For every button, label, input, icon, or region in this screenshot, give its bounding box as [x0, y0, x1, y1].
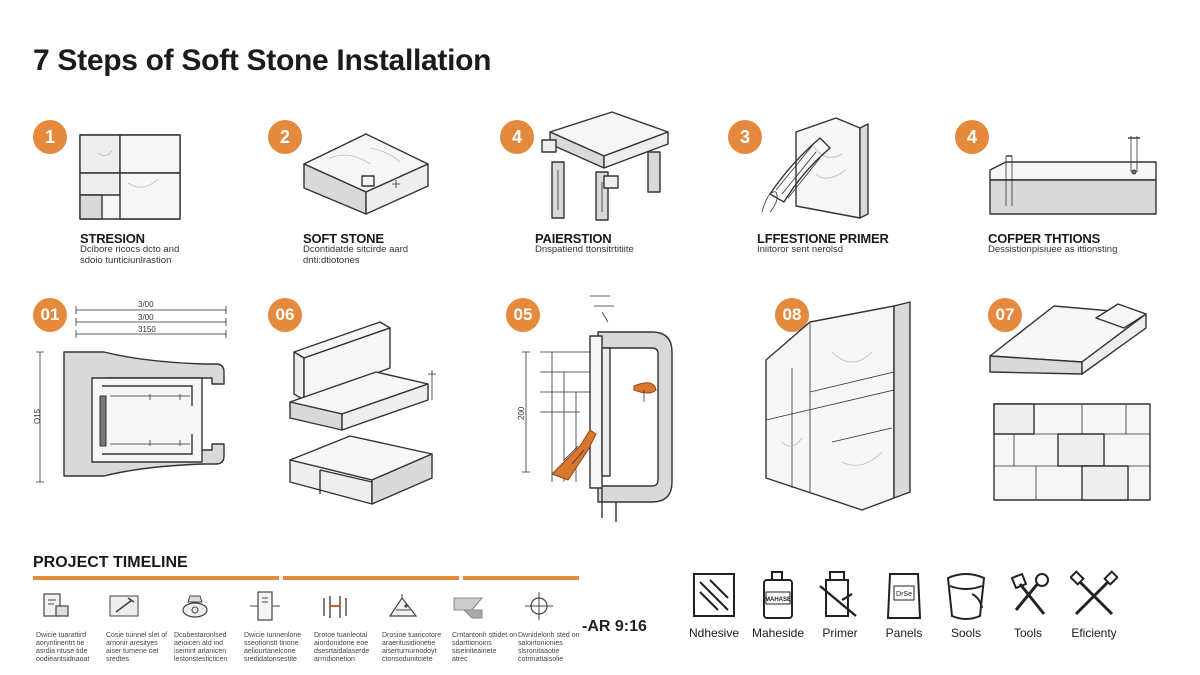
page-title: 7 Steps of Soft Stone Installation	[33, 44, 492, 77]
step-badge: 07	[988, 298, 1022, 332]
step-badge: 3	[728, 120, 762, 154]
stone-tile-layout-illustration	[79, 134, 181, 220]
adhesive-icon	[693, 573, 735, 617]
panels-bag-icon: DrSe	[886, 573, 922, 619]
step-title: SOFT STONE	[303, 231, 384, 246]
step-desc: Dessistionpisiuee as ittionsting	[988, 244, 1118, 255]
step-badge: 01	[33, 298, 67, 332]
tool-efficiency: Eficienty	[1064, 570, 1124, 640]
dim-label: O15	[33, 408, 42, 424]
frame-anchor-section-drawing: 200	[517, 295, 673, 522]
sealant-bottle-icon: MAHASE	[763, 571, 793, 619]
level-icon	[388, 594, 418, 617]
cutter-icon	[453, 597, 484, 619]
dim-label: 200	[517, 406, 526, 420]
step-badge: 1	[33, 120, 67, 154]
tool-primer: Primer	[810, 570, 870, 640]
step-desc: Iniitoror sent nerolsd	[757, 244, 844, 255]
step-badge: 08	[775, 298, 809, 332]
soft-stone-block-illustration	[303, 133, 429, 215]
timeline-bar	[283, 576, 459, 580]
tool-sealant: MAHASE Maheside	[748, 570, 808, 640]
step-badge: 4	[500, 120, 534, 154]
timeline-title: PROJECT TIMELINE	[33, 554, 188, 571]
dim-label: 3150	[138, 325, 156, 334]
timeline-bar	[33, 576, 279, 580]
step-badge: 06	[268, 298, 302, 332]
stone-on-supports-illustration	[541, 111, 669, 221]
slab-and-brick-pattern-illustration	[989, 303, 1151, 501]
aspect-ratio-note: -AR 9:16	[582, 618, 647, 635]
copper-fixings-illustration	[989, 136, 1157, 215]
step-title: STRESION	[80, 231, 145, 246]
efficiency-tools-icon	[1070, 570, 1118, 616]
hammer-tools-icon	[1010, 572, 1049, 615]
bag-label: DrSe	[896, 591, 912, 598]
step-title: COFPER THTIONS	[988, 231, 1101, 246]
tablet-icon	[43, 593, 69, 617]
step-badge: 05	[506, 298, 540, 332]
anchor-icon	[323, 596, 347, 618]
panel-icon	[250, 591, 280, 621]
crosshair-icon	[525, 592, 553, 620]
tool-adhesive: Ndhesive	[684, 570, 744, 640]
primer-brush-icon	[819, 571, 857, 617]
step-title: PAIERSTION	[535, 231, 612, 246]
tool-panels: DrSe Panels	[874, 570, 934, 640]
tool-hammer: Tools	[998, 570, 1058, 640]
step-desc: Dnspatiend ttonsitrtitiite	[535, 244, 634, 255]
dim-label: 3/00	[138, 300, 154, 309]
tool-bucket: Sools	[936, 570, 996, 640]
bottle-label: MAHASE	[765, 597, 791, 603]
bucket-icon	[946, 573, 986, 620]
step-badge: 4	[955, 120, 989, 154]
dimensioned-section-drawing: 3/00 3/00 3150 O15	[33, 300, 227, 483]
trowel-icon	[109, 595, 139, 617]
timeline-bar	[463, 576, 579, 580]
wall-panel-installation-illustration	[765, 301, 911, 511]
dim-label: 3/00	[138, 313, 154, 322]
mixer-icon	[182, 595, 208, 618]
stone-steps-illustration	[289, 321, 436, 505]
step-badge: 2	[268, 120, 302, 154]
step-title: LFFESTIONE PRIMER	[757, 231, 889, 246]
limestone-primer-wall-illustration	[761, 117, 869, 219]
